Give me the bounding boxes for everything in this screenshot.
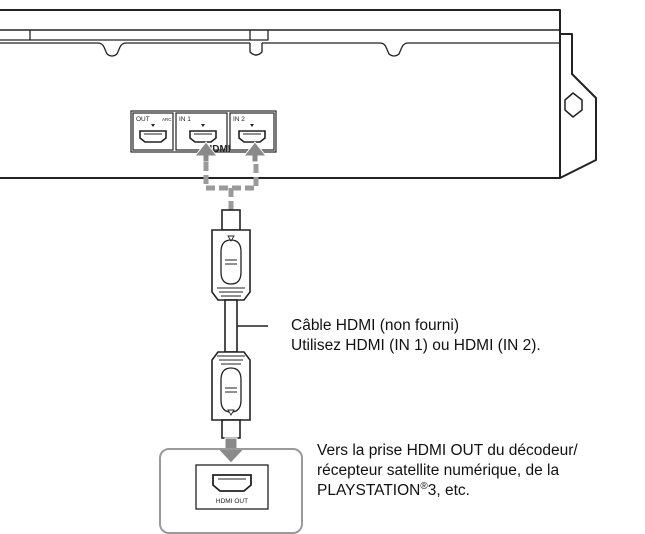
destination-caption: Vers la prise HDMI OUT du décodeur/ réce… bbox=[317, 441, 578, 501]
arrow-to-destination bbox=[215, 437, 247, 464]
hdmi-socket-destination bbox=[212, 474, 252, 492]
port-out-label: OUT bbox=[136, 116, 150, 123]
destination-port-panel bbox=[159, 448, 303, 534]
destination-caption-line3-after: 3, etc. bbox=[427, 482, 470, 499]
hdmi-cable bbox=[211, 209, 251, 439]
cable-caption-line2: Utilisez HDMI (IN 1) ou HDMI (IN 2). bbox=[291, 337, 541, 354]
registered-mark: ® bbox=[420, 481, 428, 492]
hdmi-socket-in2 bbox=[238, 124, 266, 143]
hdmi-group-label: HDMI bbox=[205, 144, 231, 155]
port-in2-label: IN 2 bbox=[233, 116, 245, 123]
destination-caption-line3-before: PLAYSTATION bbox=[317, 482, 421, 499]
destination-port-label: HDMI OUT bbox=[216, 498, 248, 505]
port-arc-label: ARC bbox=[162, 117, 172, 122]
hdmi-socket-out bbox=[139, 124, 167, 143]
cable-caption-line1: Câble HDMI (non fourni) bbox=[291, 317, 459, 334]
hdmi-socket-in1 bbox=[189, 124, 217, 143]
destination-caption-line1: Vers la prise HDMI OUT du décodeur/ bbox=[317, 442, 578, 459]
destination-caption-line2: récepteur satellite numérique, de la bbox=[317, 462, 560, 479]
destination-caption-line3: PLAYSTATION®3, etc. bbox=[317, 481, 578, 501]
port-in1-label: IN 1 bbox=[179, 116, 191, 123]
arrow-to-in1 bbox=[193, 141, 219, 163]
arrow-to-in2 bbox=[242, 141, 268, 163]
dashed-alternate-route bbox=[203, 162, 259, 210]
receiver-unit bbox=[0, 9, 597, 179]
cable-caption: Câble HDMI (non fourni) Utilisez HDMI (I… bbox=[291, 316, 541, 356]
